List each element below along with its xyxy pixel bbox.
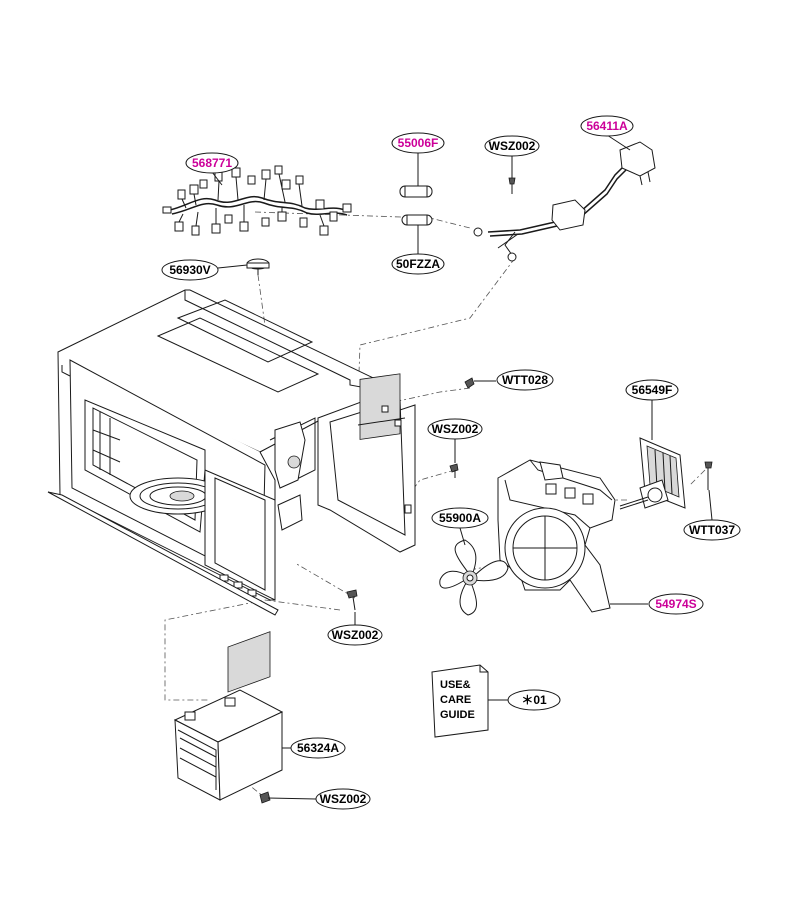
label-56411A: 56411A xyxy=(580,115,634,137)
label-wtt028: WTT028 xyxy=(496,369,554,391)
screw-part-wtt028 xyxy=(464,377,496,389)
label-text-56411A: 56411A xyxy=(586,119,628,133)
label-text-50FZZA: 50FZZA xyxy=(396,257,440,271)
power-cord-part xyxy=(473,141,656,262)
label-text-wtt037: WTT037 xyxy=(689,523,735,537)
fan-duct-part xyxy=(497,459,616,613)
label-56324A: 56324A xyxy=(290,737,346,759)
use-care-guide-booklet: USE& CARE GUIDE xyxy=(431,664,489,738)
screw-part-top xyxy=(508,177,516,194)
label-text-56549F: 56549F xyxy=(632,383,673,397)
label-text-56324A: 56324A xyxy=(297,741,339,755)
label-50FZZA: 50FZZA xyxy=(391,253,445,275)
screw-part-mid xyxy=(449,463,459,478)
label-55006F: 55006F xyxy=(391,132,445,154)
label-text-56930V: 56930V xyxy=(169,263,210,277)
fuse-part-top xyxy=(399,185,433,198)
thermostat-part xyxy=(246,258,270,275)
label-55900A: 55900A xyxy=(431,507,489,529)
vent-grid xyxy=(359,373,401,440)
label-text-wsz002-mid: WSZ002 xyxy=(432,422,479,436)
magnetron-part xyxy=(173,631,284,801)
label-568771: 568771 xyxy=(185,152,239,174)
screw-part-bottom xyxy=(259,791,317,804)
label-text-wsz002-top: WSZ002 xyxy=(489,139,536,153)
label-star01: ＊01 xyxy=(507,689,561,711)
label-56549F: 56549F xyxy=(625,379,679,401)
label-56930V: 56930V xyxy=(161,259,219,281)
label-wsz002-top: WSZ002 xyxy=(484,135,540,157)
fuse-part-bottom xyxy=(401,214,433,226)
booklet-line2: CARE xyxy=(440,694,471,706)
leader-lines xyxy=(211,134,713,749)
label-text-55006F: 55006F xyxy=(398,136,439,150)
screw-part-wtt037 xyxy=(704,461,713,490)
label-wsz002-lower: WSZ002 xyxy=(327,624,383,646)
label-text-star01: ＊01 xyxy=(521,693,547,707)
label-text-wsz002-lower: WSZ002 xyxy=(332,628,379,642)
label-text-55900A: 55900A xyxy=(439,511,481,525)
booklet-line3: GUIDE xyxy=(440,709,475,721)
label-wsz002-bottom: WSZ002 xyxy=(315,788,371,810)
wire-harness-part xyxy=(162,165,352,236)
booklet-line1: USE& xyxy=(440,679,471,691)
fan-motor-part xyxy=(619,437,686,510)
fan-blade-part xyxy=(439,539,509,616)
label-text-54974S: 54974S xyxy=(655,597,696,611)
screw-part-lower xyxy=(346,589,358,611)
label-text-wsz002-bottom: WSZ002 xyxy=(320,792,367,806)
label-wtt037: WTT037 xyxy=(683,519,741,541)
label-wsz002-mid: WSZ002 xyxy=(427,418,483,440)
oven-cavity-frame xyxy=(47,289,416,616)
label-text-568771: 568771 xyxy=(192,156,232,170)
label-54974S: 54974S xyxy=(648,593,704,615)
label-text-wtt028: WTT028 xyxy=(502,373,548,387)
